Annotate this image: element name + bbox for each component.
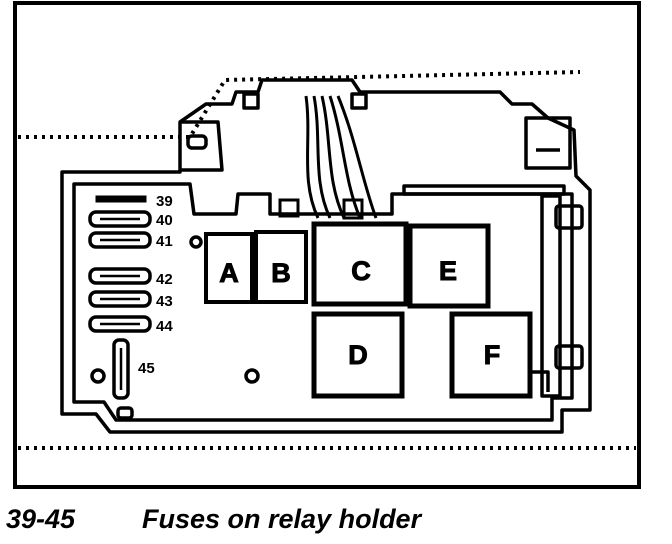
relay-f: F	[449, 311, 533, 399]
fuse-39-label: 39	[156, 193, 173, 210]
fuse-40: 40	[88, 210, 173, 229]
relays: A B C D E F	[204, 221, 533, 399]
fuse-44: 44	[88, 315, 173, 335]
relay-c: C	[311, 221, 409, 307]
relay-a: A	[204, 232, 254, 304]
relay-d-label: D	[348, 340, 368, 370]
fuse-41-label: 41	[156, 233, 173, 250]
fuse-45: 45	[112, 338, 155, 400]
fuse-45-label: 45	[138, 360, 155, 377]
relay-a-label: A	[219, 258, 239, 288]
relay-e: E	[407, 223, 491, 309]
relay-d: D	[311, 311, 405, 399]
relay-b: B	[254, 230, 308, 304]
relay-b-label: B	[271, 258, 291, 288]
fuse-42-label: 42	[156, 271, 173, 288]
figure-number: 39-45	[6, 504, 76, 534]
fuse-43: 43	[88, 290, 173, 310]
relay-c-label: C	[351, 256, 371, 286]
cable-harness	[278, 95, 378, 220]
figure-title: Fuses on relay holder	[142, 504, 422, 534]
fuse-44-label: 44	[156, 318, 173, 335]
figure-frame	[13, 1, 641, 489]
fuse-39: 39	[95, 193, 173, 210]
fuse-40-label: 40	[156, 212, 173, 229]
fuses: 39 40 41 42 43 44 45	[88, 193, 173, 400]
fuse-43-label: 43	[156, 293, 173, 310]
relay-f-label: F	[484, 340, 501, 370]
relay-e-label: E	[439, 256, 457, 286]
fuse-41: 41	[88, 231, 173, 250]
dotted-compartment-outline	[18, 70, 636, 450]
fuse-42: 42	[88, 267, 173, 288]
relay-holder-body	[60, 78, 592, 434]
